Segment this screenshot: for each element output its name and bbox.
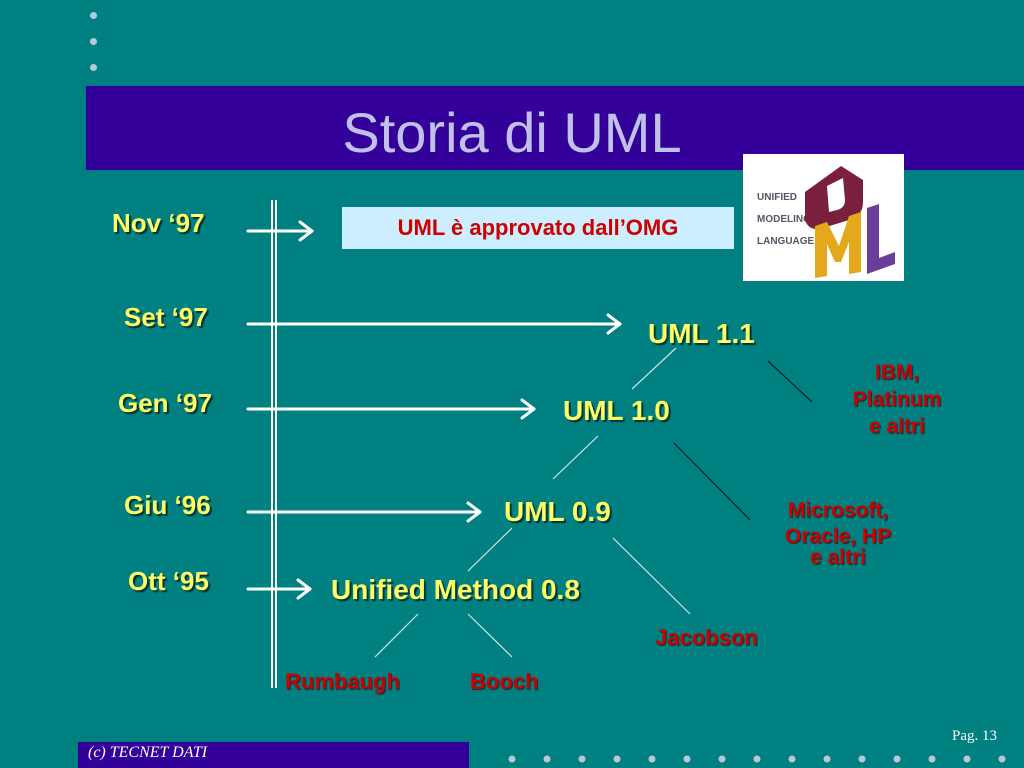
ibm-line2: Platinum xyxy=(852,388,942,411)
connector-booch xyxy=(467,613,513,658)
slide-title: Storia di UML xyxy=(342,101,682,164)
logo-line1: UNIFIED xyxy=(757,192,797,203)
connector-0-9-to-1-0 xyxy=(552,435,599,480)
decor-dot xyxy=(90,12,97,19)
date-giu-96: Giu ‘96 xyxy=(124,490,211,520)
contributor-jacobson: Jacobson xyxy=(655,625,758,650)
microsoft-line3: e altri xyxy=(809,546,867,569)
logo-u-inner xyxy=(827,178,845,212)
arrow-gen-97 xyxy=(246,398,536,420)
ibm-line3: e altri xyxy=(868,415,926,438)
connector-jacobson xyxy=(612,537,691,615)
logo-l-shape xyxy=(867,204,895,274)
contributor-microsoft-group: Microsoft, Oracle, HP e altri xyxy=(770,497,906,569)
arrow-giu-96 xyxy=(246,501,482,523)
decor-dot xyxy=(90,38,97,45)
page-number: Pag. 13 xyxy=(952,728,997,744)
logo-line3: LANGUAGE xyxy=(757,236,815,247)
ibm-line1: IBM, xyxy=(874,361,920,384)
version-unified-method-0-8: Unified Method 0.8 xyxy=(331,574,580,605)
approval-box: UML è approvato dall’OMG xyxy=(342,207,734,249)
version-uml-1-0: UML 1.0 xyxy=(563,395,670,426)
contributor-booch: Booch xyxy=(470,669,539,694)
footer-bar xyxy=(78,742,469,768)
version-uml-1-1: UML 1.1 xyxy=(648,318,755,349)
date-gen-97: Gen ‘97 xyxy=(118,388,212,418)
connector-microsoft xyxy=(673,442,751,521)
logo-m-shape xyxy=(815,212,861,278)
microsoft-line2: Oracle, HP xyxy=(784,525,892,548)
arrow-set-97 xyxy=(246,313,622,335)
contributor-rumbaugh: Rumbaugh xyxy=(285,669,400,694)
arrow-ott-95 xyxy=(246,578,312,600)
bottom-dots xyxy=(508,755,1006,763)
logo-line2: MODELING xyxy=(757,214,811,225)
connector-rumbaugh xyxy=(374,613,419,658)
footer-copyright: (c) TECNET DATI xyxy=(88,744,208,761)
arrow-nov-97 xyxy=(246,220,314,242)
connector-ibm xyxy=(767,360,813,403)
connector-1-0-to-1-1 xyxy=(631,347,677,390)
microsoft-line1: Microsoft, xyxy=(787,499,889,522)
uml-logo-graphic: UNIFIED MODELING LANGUAGE xyxy=(757,166,895,278)
date-nov-97: Nov ‘97 xyxy=(112,208,205,238)
date-set-97: Set ‘97 xyxy=(124,302,208,332)
connector-0-8-to-0-9 xyxy=(467,527,513,572)
date-ott-95: Ott ‘95 xyxy=(128,566,209,596)
contributor-ibm-group: IBM, Platinum e altri xyxy=(836,359,958,440)
decor-dot xyxy=(90,64,97,71)
uml-logo: UNIFIED MODELING LANGUAGE xyxy=(743,154,904,281)
version-uml-0-9: UML 0.9 xyxy=(504,496,611,527)
